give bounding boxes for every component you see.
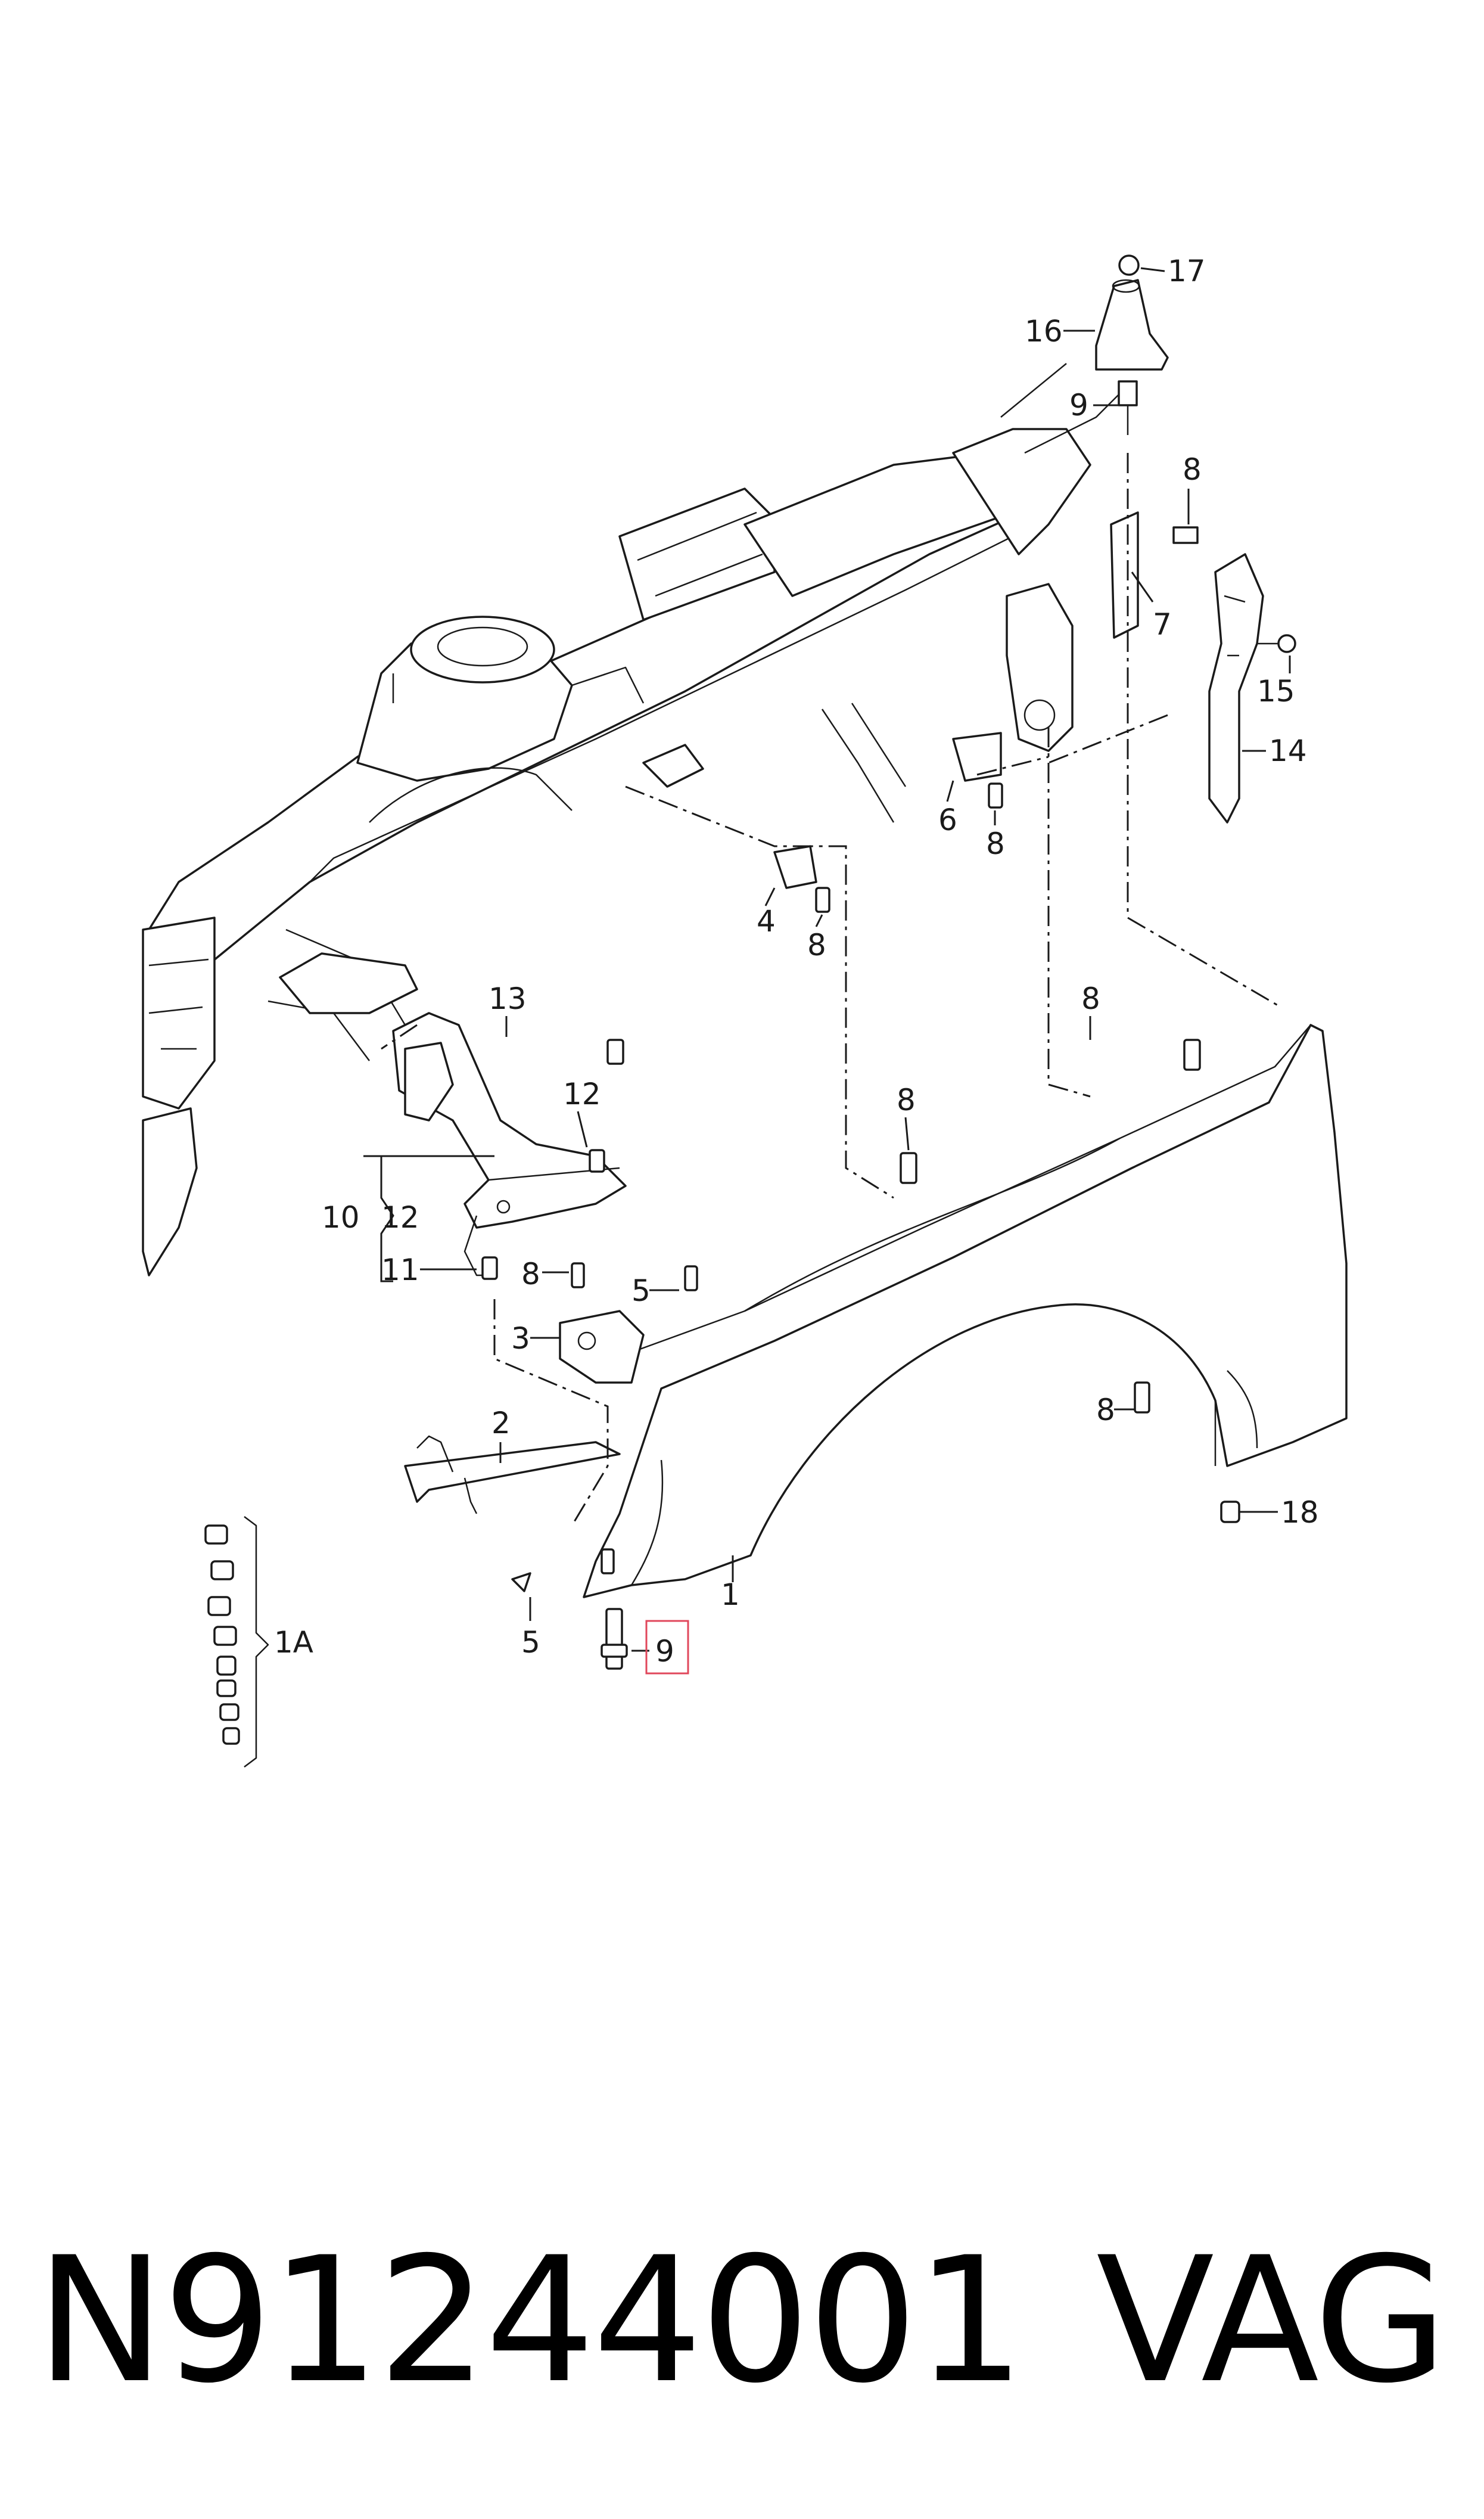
fastener-set-1a [204, 1516, 269, 1768]
fender-bracket-assembly [392, 1012, 627, 1276]
part-number: N91244001 [36, 2220, 1025, 2421]
callout-labels: 17 16 9 8 7 15 14 6 8 4 8 13 8 12 8 10 1… [274, 254, 1319, 1675]
callout-1a: 1A [274, 1625, 313, 1660]
diagram-fasteners [481, 782, 1240, 1670]
highlighted-callout-box [645, 1620, 689, 1675]
callout-4: 4 [757, 904, 776, 939]
brand-name: VAG [1096, 2220, 1448, 2421]
callout-16: 16 [1025, 314, 1063, 349]
callout-12-top: 12 [563, 1077, 601, 1111]
callout-3: 3 [511, 1321, 530, 1356]
callout-15: 15 [1257, 674, 1295, 709]
callout-12-bracket: 12 [381, 1200, 419, 1235]
callout-8-e: 8 [897, 1083, 916, 1117]
callout-8-c: 8 [807, 928, 826, 962]
callout-9-top: 9 [1069, 388, 1088, 423]
callout-13: 13 [489, 981, 527, 1016]
fender-panel [583, 1024, 1348, 1598]
assembly-guide-lines [381, 453, 1281, 1526]
callout-8-g: 8 [1096, 1393, 1115, 1427]
callout-9-highlighted: 9 [655, 1634, 674, 1669]
callout-5-bottom: 5 [521, 1625, 540, 1660]
callout-8-a: 8 [1183, 452, 1202, 487]
callout-17: 17 [1168, 254, 1206, 288]
upper-mount-parts [1095, 254, 1296, 824]
small-bracket-parts [404, 732, 1002, 1514]
callout-8-d: 8 [1081, 981, 1100, 1016]
callout-2: 2 [491, 1406, 511, 1440]
callout-7: 7 [1153, 607, 1172, 642]
callout-1: 1 [721, 1577, 740, 1612]
callout-10: 10 [322, 1200, 360, 1235]
callout-8-b: 8 [986, 827, 1005, 861]
callout-18: 18 [1281, 1495, 1319, 1530]
body-frame-structure [142, 363, 1121, 1276]
callout-11: 11 [381, 1253, 419, 1287]
callout-5-top: 5 [631, 1274, 651, 1308]
exploded-parts-diagram: 17 16 9 8 7 15 14 6 8 4 8 13 8 12 8 10 1… [142, 254, 1348, 1768]
callout-8-f: 8 [521, 1257, 540, 1291]
callout-6: 6 [938, 803, 957, 837]
callout-14: 14 [1269, 734, 1307, 768]
